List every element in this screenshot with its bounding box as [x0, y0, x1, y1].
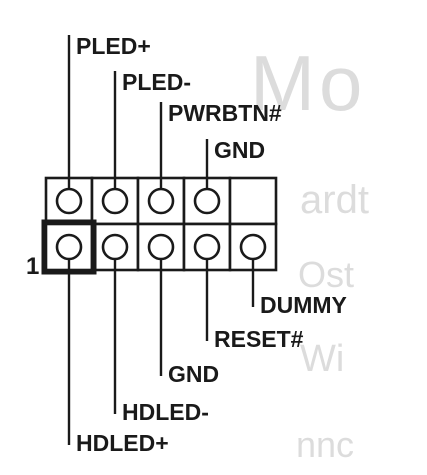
pin-bottom-dummy [239, 233, 267, 261]
pin-label-hdled: HDLED+ [76, 430, 169, 456]
pin-one-marker: 1 [26, 253, 39, 280]
pin-top-gnd [193, 187, 221, 215]
pin-label-pled: PLED- [122, 69, 191, 95]
pin-top-pled [101, 187, 129, 215]
wires-layer [67, 35, 255, 445]
pin-label-dummy: DUMMY [260, 292, 347, 318]
pin-bottom-hdled [55, 233, 83, 261]
labels-layer: PLED+ PLED- PWRBTN# GND HDLED+ HDLED- GND RESET… [76, 33, 347, 456]
pin-top-pled [55, 187, 83, 215]
pin-label-gnd: GND [168, 361, 219, 387]
pin-top-pwrbtn [147, 187, 175, 215]
pin-label-gnd: GND [214, 137, 265, 163]
pin-label-hdled: HDLED- [122, 399, 209, 425]
grid-cell [228, 176, 278, 226]
pin-label-pled: PLED+ [76, 33, 151, 59]
pin-bottom-hdled [101, 233, 129, 261]
pin-bottom-gnd [147, 233, 175, 261]
pin-label-reset: RESET# [214, 326, 304, 352]
pin-bottom-reset [193, 233, 221, 261]
pin-label-pwrbtn: PWRBTN# [168, 100, 282, 126]
